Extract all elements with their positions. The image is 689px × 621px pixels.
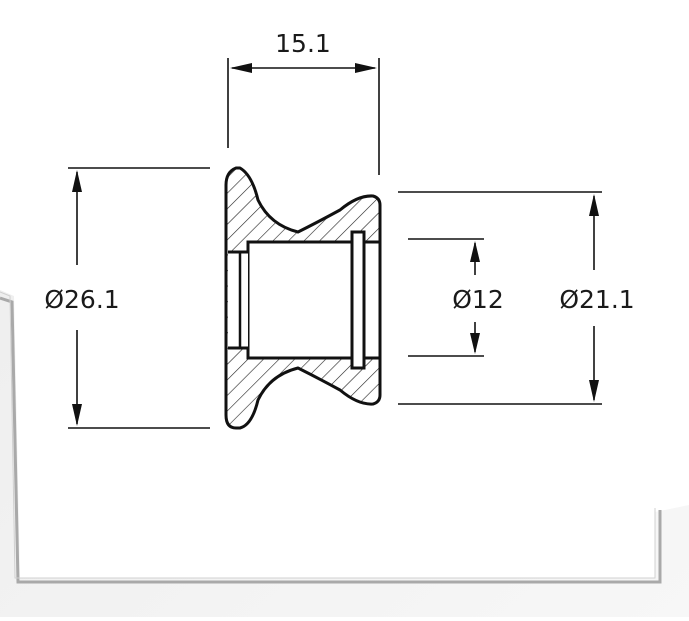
ring-groove [350, 230, 366, 370]
bushing-section [224, 166, 382, 430]
dimension-shoulder-diameter: Ø21.1 [398, 191, 635, 405]
dimension-label-shoulder-diameter: Ø21.1 [559, 285, 634, 314]
dimension-outer-diameter: Ø26.1 [44, 167, 210, 429]
arrowhead-top [589, 194, 599, 216]
dimension-label-width: 15.1 [275, 29, 331, 58]
arrowhead-top [72, 170, 82, 192]
sheet-edge [0, 291, 656, 579]
arrowhead-left [230, 63, 252, 73]
dimension-label-outer-diameter: Ø26.1 [44, 285, 119, 314]
counterbore [228, 252, 248, 348]
dimension-bore-diameter: Ø12 [408, 238, 504, 357]
arrowhead-top [470, 241, 480, 262]
arrowhead-bottom [72, 404, 82, 426]
dimension-overall-width: 15.1 [227, 29, 380, 175]
dimension-label-bore-diameter: Ø12 [452, 285, 504, 314]
arrowhead-bottom [470, 333, 480, 354]
sheet-shadow-edge [0, 296, 662, 584]
arrowhead-bottom [589, 380, 599, 402]
arrowhead-right [355, 63, 377, 73]
